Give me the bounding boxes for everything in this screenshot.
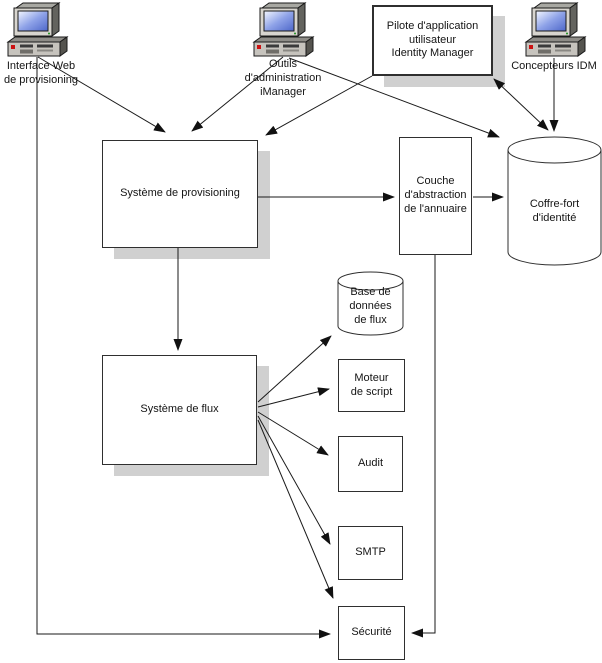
connector xyxy=(257,411,329,456)
label-interface-web: Interface Web de provisioning xyxy=(4,60,78,86)
connector xyxy=(257,419,334,599)
node-systeme-flux: Système de flux xyxy=(102,355,257,465)
node-moteur-script: Moteur de script xyxy=(338,359,405,412)
node-smtp: SMTP xyxy=(338,526,403,580)
node-pilote-application: Pilote d'application utilisateur Identit… xyxy=(372,5,493,76)
node-systeme-provisioning: Système de provisioning xyxy=(102,140,258,248)
label-outils-imanager: Outils d'administration iManager xyxy=(244,58,322,98)
computer-icon xyxy=(7,2,68,57)
label-coffre-fort: Coffre-fort d'identité xyxy=(529,198,580,224)
computer-icon xyxy=(253,2,314,57)
computer-icon xyxy=(525,2,586,57)
node-securite: Sécurité xyxy=(338,606,405,660)
node-couche-abstraction: Couche d'abstraction de l'annuaire xyxy=(399,137,472,255)
connector xyxy=(257,415,331,545)
connector xyxy=(257,387,330,408)
connector xyxy=(411,255,436,638)
connector xyxy=(257,335,332,403)
connector xyxy=(493,78,549,131)
node-audit: Audit xyxy=(338,436,403,492)
label-base-donnees-flux: Base de données de flux xyxy=(349,286,392,326)
label-concepteurs-idm: Concepteurs IDM xyxy=(511,60,597,72)
